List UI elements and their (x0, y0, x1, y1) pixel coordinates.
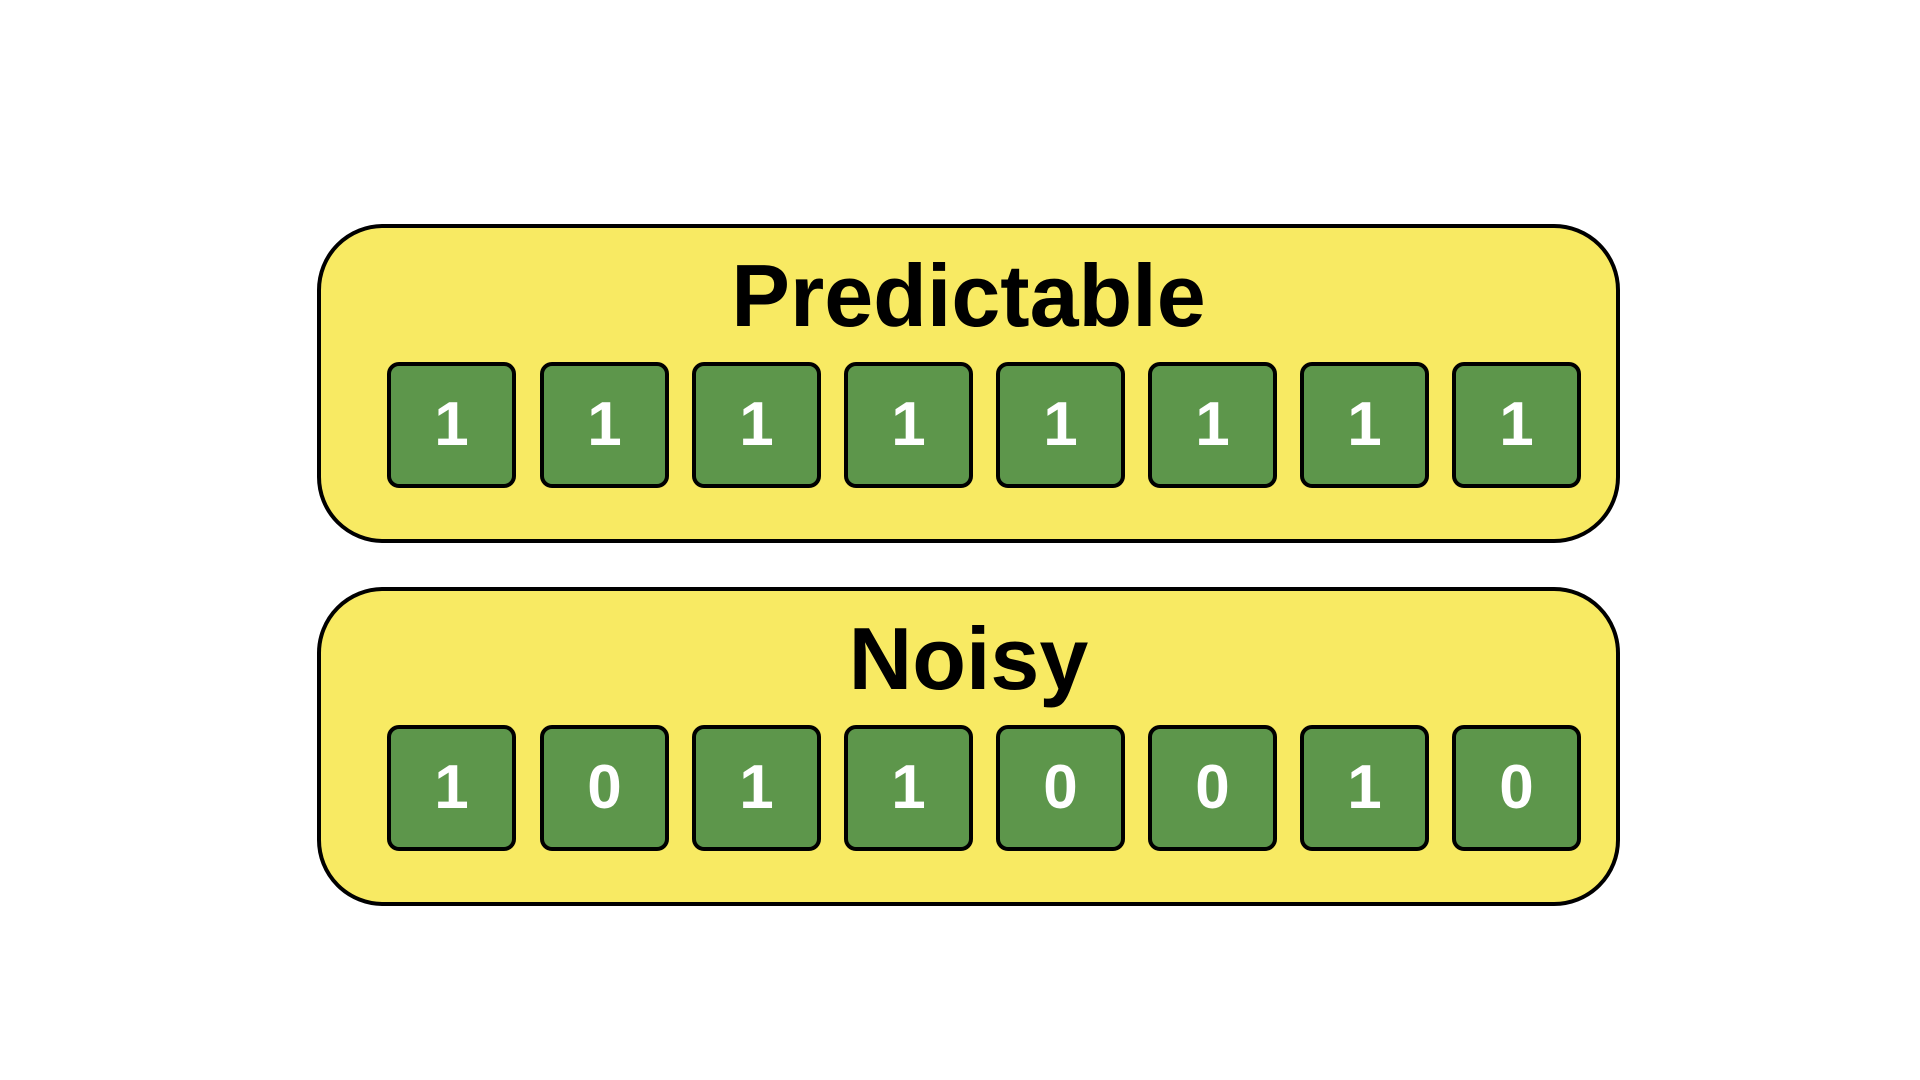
bit-cell: 1 (996, 362, 1125, 488)
bit-cell: 1 (1148, 362, 1277, 488)
bit-cell: 1 (540, 362, 669, 488)
noisy-bit-row: 1 0 1 1 0 0 1 0 (387, 725, 1587, 851)
bit-cell: 1 (1452, 362, 1581, 488)
predictable-panel: Predictable 1 1 1 1 1 1 1 1 (317, 224, 1620, 543)
bit-cell: 1 (844, 725, 973, 851)
noisy-panel: Noisy 1 0 1 1 0 0 1 0 (317, 587, 1620, 906)
bit-cell: 1 (1300, 725, 1429, 851)
bit-cell: 1 (692, 725, 821, 851)
bit-cell: 1 (692, 362, 821, 488)
bit-cell: 1 (1300, 362, 1429, 488)
predictable-bit-row: 1 1 1 1 1 1 1 1 (387, 362, 1587, 488)
noisy-title: Noisy (848, 609, 1089, 708)
bit-cell: 0 (540, 725, 669, 851)
bit-cell: 0 (996, 725, 1125, 851)
bit-cell: 1 (844, 362, 973, 488)
bit-cell: 1 (387, 362, 516, 488)
bit-cell: 0 (1148, 725, 1277, 851)
bit-cell: 1 (387, 725, 516, 851)
predictable-title: Predictable (731, 246, 1206, 345)
bit-cell: 0 (1452, 725, 1581, 851)
